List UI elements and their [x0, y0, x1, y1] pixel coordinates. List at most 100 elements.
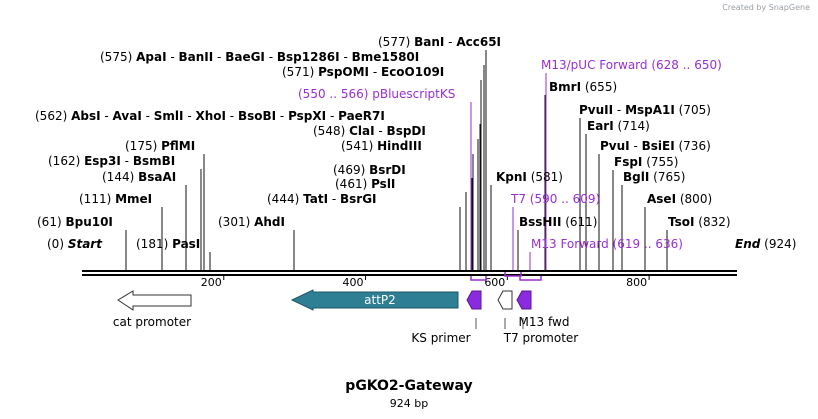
site-position: (548) [313, 124, 349, 138]
primer-site-name: T7 [510, 192, 526, 206]
enzyme-name: Esp3I [84, 154, 121, 168]
plasmid-size: 924 bp [389, 397, 429, 410]
site-position: (705) [675, 103, 711, 117]
enzyme-name: Bsp1286I [277, 50, 340, 64]
enzyme-name: BspDI [387, 124, 426, 138]
end-name: End [735, 237, 761, 251]
separator: - [142, 109, 154, 123]
separator: - [101, 109, 113, 123]
m13-fwd-arrow [516, 290, 532, 310]
separator: - [213, 50, 225, 64]
enzyme-name: BanII [179, 50, 214, 64]
ruler-label-800: 800 [626, 276, 647, 289]
enzyme-name: BsoBI [238, 109, 276, 123]
site-label-row: M13 Forward (619 .. 636) [531, 237, 683, 251]
site-label-row: BssHII (611) [519, 215, 598, 229]
enzyme-name: PspOMI [318, 65, 369, 79]
attP2-label: attP2 [364, 293, 396, 307]
primer-site-name: M13/pUC Forward [541, 58, 648, 72]
site-position: (800) [676, 192, 712, 206]
enzyme-name: Bme1580I [352, 50, 420, 64]
site-label-row: (61) Bpu10I [37, 215, 113, 229]
site-position: (736) [675, 139, 711, 153]
enzyme-name: PasI [172, 237, 200, 251]
enzyme-name: MmeI [115, 192, 152, 206]
site-position: (755) [642, 155, 678, 169]
site-position: (461) [335, 177, 371, 191]
separator: - [630, 139, 642, 153]
attP2-arrow [290, 289, 459, 311]
enzyme-name: PaeR7I [338, 109, 385, 123]
end-position: (924) [760, 237, 796, 251]
separator: - [121, 154, 133, 168]
site-label-row: (575) ApaI - BanII - BaeGI - Bsp1286I - … [100, 50, 419, 64]
enzyme-name: BsiEI [642, 139, 675, 153]
site-label-row: PvuII - MspA1I (705) [579, 103, 711, 117]
enzyme-name: BsmBI [133, 154, 175, 168]
enzyme-name: BglI [623, 170, 649, 184]
site-position: (577) [378, 35, 414, 49]
site-label-row: BglI (765) [623, 170, 685, 184]
enzyme-name: TsoI [668, 215, 694, 229]
site-position: (175) [125, 139, 161, 153]
site-position: (619 .. 636) [609, 237, 683, 251]
enzyme-name: AvaI [113, 109, 142, 123]
enzyme-name: PvuI [600, 139, 630, 153]
enzyme-name: KpnI [496, 170, 527, 184]
separator: - [375, 124, 387, 138]
site-position: (301) [218, 215, 254, 229]
enzyme-name: AseI [647, 192, 676, 206]
site-position: (628 .. 650) [648, 58, 722, 72]
enzyme-name: SmlI [154, 109, 184, 123]
enzyme-name: AbsI [71, 109, 100, 123]
site-position: (571) [282, 65, 318, 79]
site-label-row: FspI (755) [614, 155, 679, 169]
site-label-row: BmrI (655) [549, 80, 617, 94]
site-label-row: (571) PspOMI - EcoO109I [282, 65, 444, 79]
site-label-row: (444) TatI - BsrGI [267, 192, 377, 206]
site-position: (581) [527, 170, 563, 184]
separator: - [167, 50, 179, 64]
enzyme-name: FspI [614, 155, 642, 169]
site-label-row: (461) PslI [335, 177, 395, 191]
enzyme-name: BsrGI [340, 192, 377, 206]
separator: - [265, 50, 277, 64]
ruler-label-600: 600 [484, 276, 505, 289]
site-label-row: EarI (714) [587, 119, 650, 133]
enzyme-name: AhdI [254, 215, 285, 229]
end-label: End (924) [735, 237, 796, 251]
enzyme-name: PvuII [579, 103, 613, 117]
t7-promoter-arrow [497, 290, 513, 310]
enzyme-name: ClaI [349, 124, 374, 138]
site-position: (469) [333, 163, 369, 177]
site-label-row: (550 .. 566) pBluescriptKS [298, 87, 455, 101]
site-label-row: KpnI (581) [496, 170, 563, 184]
site-position: (575) [100, 50, 136, 64]
cat-promoter-label: cat promoter [113, 315, 191, 329]
site-label-row: (162) Esp3I - BsmBI [48, 154, 175, 168]
site-label-row: (577) BanI - Acc65I [378, 35, 501, 49]
site-label-row: TsoI (832) [668, 215, 731, 229]
site-label-row: (562) AbsI - AvaI - SmlI - XhoI - BsoBI … [35, 109, 385, 123]
site-label-row: PvuI - BsiEI (736) [600, 139, 711, 153]
enzyme-name: BmrI [549, 80, 581, 94]
ks-primer-label: KS primer [411, 331, 470, 345]
enzyme-name: BsrDI [369, 163, 406, 177]
site-label-row: (175) PflMI [125, 139, 195, 153]
site-position: (550 .. 566) [298, 87, 372, 101]
separator: - [226, 109, 238, 123]
site-label-row: (111) MmeI [79, 192, 152, 206]
enzyme-name: Acc65I [456, 35, 501, 49]
enzyme-name: PspXI [288, 109, 326, 123]
primer-site-name: pBluescriptKS [372, 87, 455, 101]
separator: - [340, 50, 352, 64]
site-position: (714) [614, 119, 650, 133]
separator: - [276, 109, 288, 123]
plasmid-name: pGKO2-Gateway [345, 378, 473, 394]
separator: - [369, 65, 381, 79]
site-position: (541) [341, 139, 377, 153]
site-label-row: (144) BsaAI [102, 170, 176, 184]
t7-primer-bracket [504, 272, 522, 277]
site-label-row: (541) HindIII [341, 139, 422, 153]
